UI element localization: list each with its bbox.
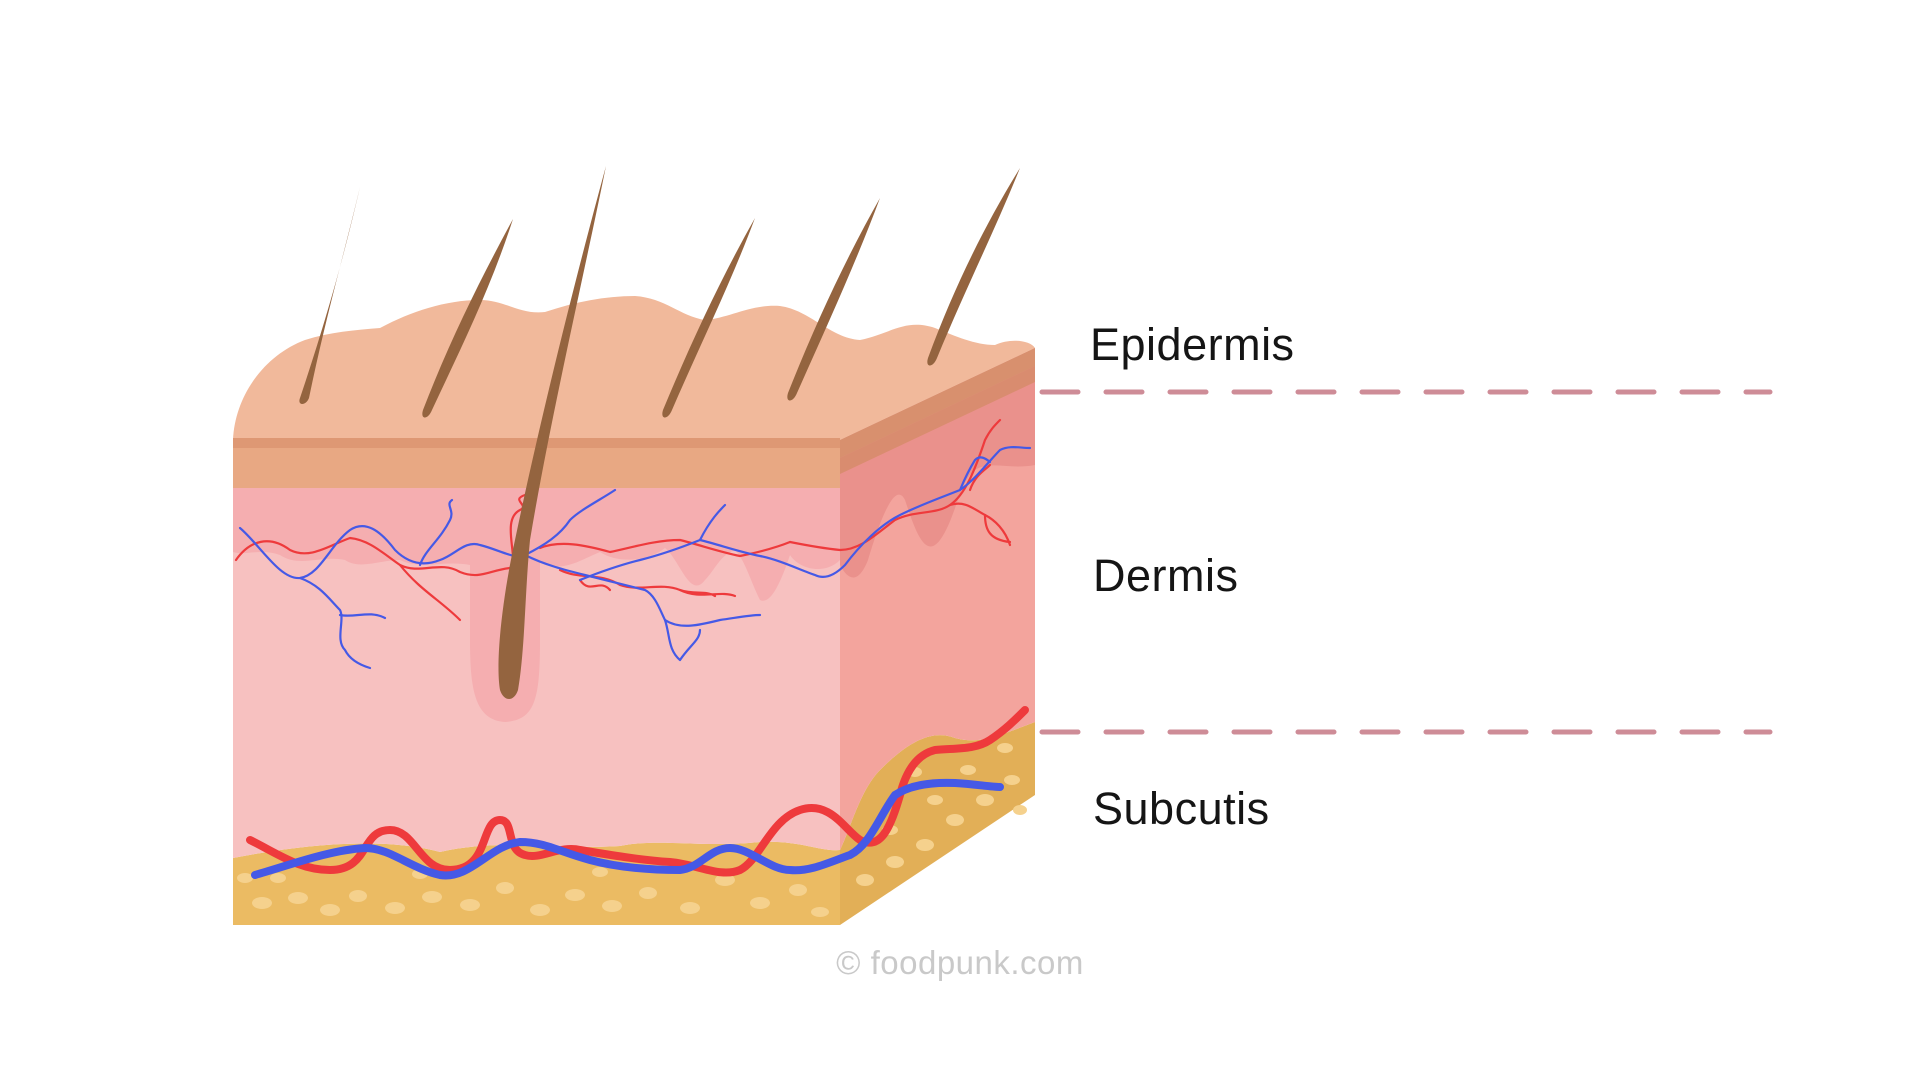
dermis-side-upper (840, 348, 1035, 578)
subcutis-side (840, 722, 1035, 925)
hair-strand-icon (299, 187, 360, 404)
epidermis-side-band (840, 366, 1035, 474)
vein-vessel-icon (251, 778, 1004, 880)
hairs (299, 166, 1020, 699)
artery-vessel-icon (246, 706, 1029, 877)
fat-cells (237, 743, 1027, 917)
major-vessels (246, 706, 1029, 880)
vein-vessel-icon (238, 446, 1032, 670)
hair-strand-icon (422, 219, 513, 418)
copyright-watermark: © foodpunk.com (836, 944, 1084, 981)
hair-strand-icon (787, 198, 880, 401)
dermis-layer (233, 348, 1035, 858)
hair-strand-icon (498, 166, 606, 699)
hair-strand-icon (662, 218, 755, 418)
dermis-label: Dermis (1093, 550, 1239, 601)
hair-strand-icon (927, 168, 1020, 366)
epidermis-side (840, 348, 1035, 458)
subcutis-label: Subcutis (1093, 783, 1270, 834)
dermis-upper-band (233, 488, 840, 722)
epidermis-label: Epidermis (1090, 319, 1295, 370)
dermal-vessel-network (234, 418, 1032, 670)
layer-dividers (1039, 389, 1773, 735)
